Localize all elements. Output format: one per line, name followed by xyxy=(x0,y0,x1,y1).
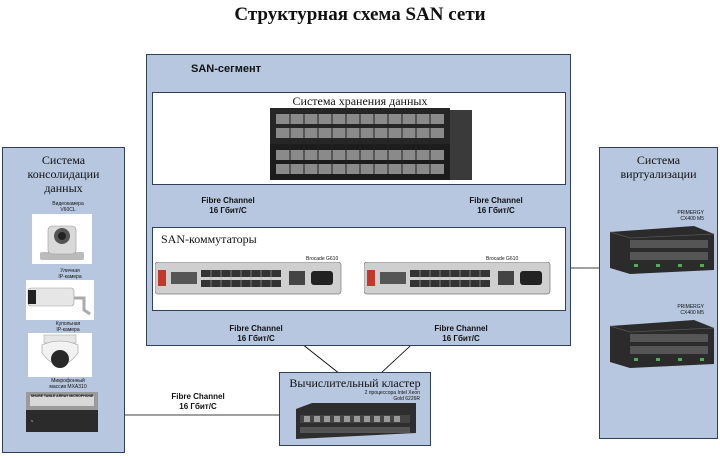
switches-title: SAN-коммутаторы xyxy=(161,232,257,246)
link-label-storage-left: Fibre Channel 16 Гбит/С xyxy=(201,196,255,215)
mic-array-caption: SHURE TABLE ARRAY MICROPHONE xyxy=(30,394,94,398)
cluster-cpu-label: 2 процессора Intel Xeon Gold 6226R xyxy=(364,390,420,402)
link-label-switch-right: Fibre Channel 16 Гбит/С xyxy=(434,324,488,343)
storage-array xyxy=(270,108,476,187)
device-label-outdoor-camera: Уличная IP-камера xyxy=(58,268,82,280)
svg-text:S: S xyxy=(31,419,33,423)
server1-label: PRIMERGY CX400 M5 xyxy=(677,210,704,222)
dome-camera xyxy=(28,333,92,382)
storage-array-icon xyxy=(270,108,472,180)
switch-left-icon xyxy=(154,261,342,295)
cluster-server xyxy=(294,403,418,448)
dome-camera-icon xyxy=(28,333,92,377)
consolidation-title: Система консолидации данных xyxy=(27,153,100,195)
outdoor-camera-icon xyxy=(26,280,94,320)
device-label-dome-camera: Купольная IP-камера xyxy=(55,321,81,333)
server2-label: PRIMERGY CX400 M5 xyxy=(677,304,704,316)
switch-right-icon xyxy=(363,261,551,295)
server-1-icon xyxy=(609,226,715,274)
switch-left-label: Brocade G610 xyxy=(306,256,339,262)
switch-right xyxy=(363,261,552,301)
outdoor-camera xyxy=(26,280,94,325)
link-label-switch-left: Fibre Channel 16 Гбит/С xyxy=(229,324,283,343)
diagram-title: Структурная схема SAN сети xyxy=(234,4,486,25)
virtualization-panel: Система виртуализации xyxy=(599,147,718,439)
video-camera-icon xyxy=(32,214,92,264)
switch-right-label: Brocade G610 xyxy=(486,256,519,262)
server-2 xyxy=(606,318,716,373)
virtualization-title: Система виртуализации xyxy=(620,153,697,181)
device-label-mic-array: Микрофонный массив MXA310 xyxy=(49,378,87,390)
mic-array: S xyxy=(26,392,98,437)
cluster-server-icon xyxy=(296,403,416,439)
storage-title: Система хранения данных xyxy=(292,94,428,108)
video-camera xyxy=(32,214,92,269)
link-label-storage-right: Fibre Channel 16 Гбит/С xyxy=(469,196,523,215)
san-segment-label: SAN-сегмент xyxy=(191,63,261,75)
server-1 xyxy=(606,224,716,279)
server-2-icon xyxy=(609,320,715,368)
switch-left xyxy=(154,261,343,301)
device-label-video-camera: Видеокамера V60CL xyxy=(52,201,84,213)
link-label-consolidation: Fibre Channel 16 Гбит/С xyxy=(171,392,225,411)
cluster-title: Вычислительный кластер xyxy=(289,376,421,390)
mic-array-icon: S xyxy=(26,392,98,432)
